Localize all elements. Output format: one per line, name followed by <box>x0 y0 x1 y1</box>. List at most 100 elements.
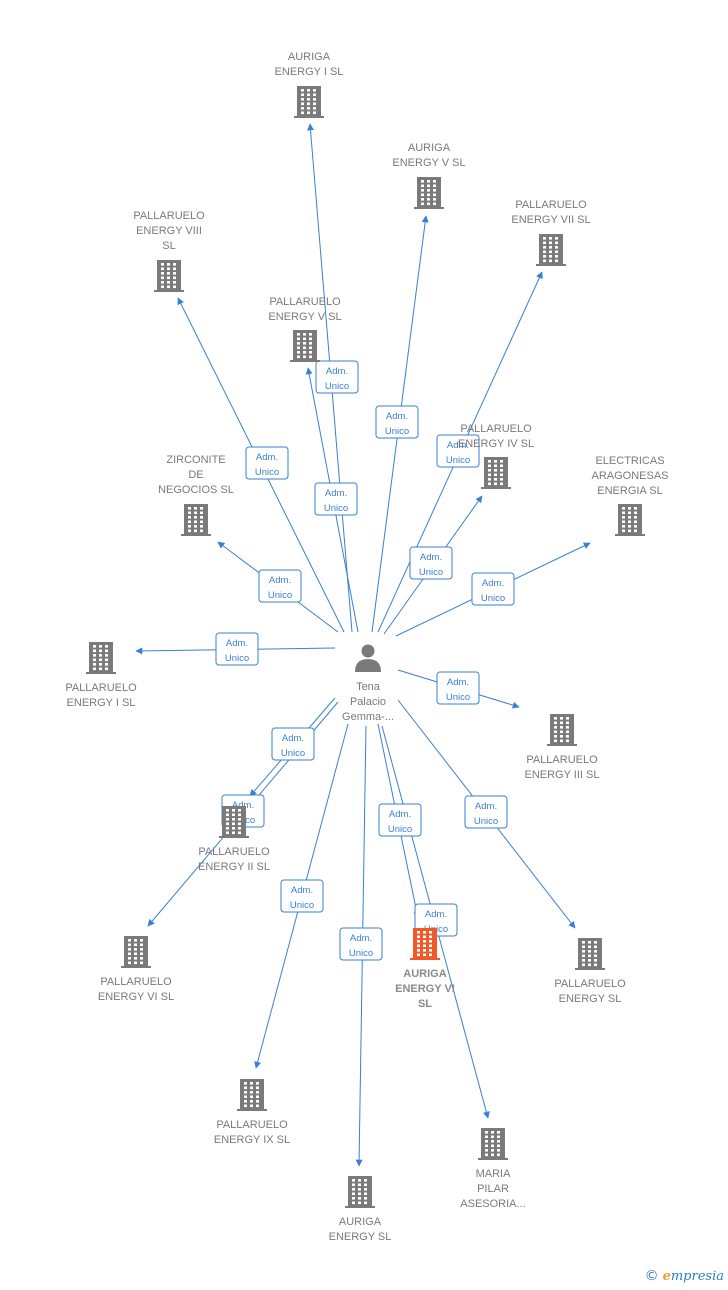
role-badge-text: Adm. <box>291 885 313 896</box>
role-badge-box <box>280 879 324 913</box>
edges-layer <box>135 123 591 1167</box>
role-badge-auriga-energy[interactable]: Adm.Unico <box>339 927 383 961</box>
company-name-line: ELECTRICAS <box>595 455 664 467</box>
role-badge-text: Unico <box>481 593 505 604</box>
role-badge-pallaruelo-viii[interactable]: Adm.Unico <box>245 446 289 480</box>
company-name-line: ENERGY IV SL <box>458 438 534 450</box>
building-icon <box>481 457 511 489</box>
role-badge-pallaruelo-iv[interactable]: Adm. Unico <box>409 546 453 580</box>
company-name-line: PALLARUELO <box>554 978 626 990</box>
company-name-line: ENERGY I SL <box>275 66 344 78</box>
company-name-line: PALLARUELO <box>65 682 137 694</box>
company-name-line: PALLARUELO <box>100 976 172 988</box>
company-name-line: ENERGY IX SL <box>214 1134 290 1146</box>
company-name-line: PALLARUELO <box>198 846 270 858</box>
role-badge-text: Unico <box>419 567 443 578</box>
role-badge-text: Adm. <box>386 411 408 422</box>
building-icon <box>121 936 151 968</box>
company-name-line: PALLARUELO <box>216 1119 288 1131</box>
company-name-line: SL <box>162 240 175 252</box>
company-node-pallaruelo-energy[interactable]: PALLARUELO ENERGY SL <box>554 938 626 1005</box>
role-badge-text: Adm. <box>420 552 442 563</box>
company-name-line: NEGOCIOS SL <box>158 484 234 496</box>
role-badge-electricas[interactable]: Adm. Unico <box>471 572 515 606</box>
brand-name: mpresia <box>670 1269 724 1284</box>
role-badge-pallaruelo-ix[interactable]: Adm. Unico <box>280 879 324 913</box>
building-icon <box>414 177 444 209</box>
role-badge-text: Unico <box>446 455 470 466</box>
role-badge-box <box>436 434 480 468</box>
role-badge-zirconite[interactable]: Adm. Unico <box>258 569 302 603</box>
empresia-logo: ©empresia <box>645 1268 724 1284</box>
role-badge-box <box>215 632 259 666</box>
role-badge-pallaruelo-ii[interactable]: Adm. Unico <box>271 727 315 761</box>
company-name-line: PALLARUELO <box>269 296 341 308</box>
role-badge-text: Adm. <box>475 801 497 812</box>
company-name-line: ENERGY VI SL <box>98 991 174 1003</box>
role-badge-text: Adm. <box>326 366 348 377</box>
person-name-line: Gemma-... <box>342 711 394 723</box>
role-badge-text: Adm. <box>447 677 469 688</box>
role-badge-pallaruelo-energy[interactable]: Adm. Unico <box>464 795 508 829</box>
company-name-line: PALLARUELO <box>515 199 587 211</box>
center-person-node[interactable]: TenaPalacioGemma-... <box>342 644 394 724</box>
company-node-pallaruelo-vi[interactable]: PALLARUELO ENERGY VI SL <box>98 936 174 1003</box>
role-badge-text: Unico <box>324 503 348 514</box>
person-name-line: Palacio <box>350 696 386 708</box>
company-name-line: AURIGA <box>408 142 451 154</box>
company-name-line: PILAR <box>477 1183 509 1195</box>
role-badge-text: Unico <box>268 590 292 601</box>
building-icon <box>478 1128 508 1160</box>
company-node-maria-pilar[interactable]: MARIAPILARASESORIA... <box>460 1128 526 1210</box>
role-badge-text: Unico <box>290 900 314 911</box>
role-badge-auriga-v[interactable]: Adm. Unico <box>375 405 419 439</box>
company-node-pallaruelo-ix[interactable]: PALLARUELO ENERGY IX SL <box>214 1079 290 1146</box>
copyright-symbol: © <box>644 1268 659 1284</box>
role-badge-text: Unico <box>225 653 249 664</box>
building-icon <box>181 504 211 536</box>
role-badge-text: Unico <box>385 426 409 437</box>
role-badge-text: Adm. <box>269 575 291 586</box>
company-name-line: ENERGY I SL <box>67 697 136 709</box>
role-badge-text: Adm. <box>350 933 372 944</box>
company-name-line: SL <box>418 998 432 1010</box>
building-icon <box>219 806 249 838</box>
company-name-line: ENERGY III SL <box>525 769 600 781</box>
role-badge-auriga-i[interactable]: Adm. Unico <box>315 360 359 394</box>
building-icon <box>536 234 566 266</box>
role-badge-box <box>245 446 289 480</box>
role-badge-text: Unico <box>388 824 412 835</box>
role-badge-pallaruelo-v[interactable]: Adm. Unico <box>314 482 358 516</box>
role-badge-auriga-vi[interactable]: Adm.Unico <box>378 803 422 837</box>
building-icon <box>410 928 440 960</box>
building-icon <box>615 504 645 536</box>
role-badge-text: Adm. <box>325 488 347 499</box>
role-badge-text: Unico <box>281 748 305 759</box>
company-node-pallaruelo-i[interactable]: PALLARUELO ENERGY I SL <box>65 642 137 709</box>
building-icon <box>575 938 605 970</box>
company-name-line: ENERGY SL <box>559 993 622 1005</box>
role-badge-text: Adm. <box>232 800 254 811</box>
role-badge-text: Adm. <box>282 733 304 744</box>
role-badge-pallaruelo-i[interactable]: Adm.Unico <box>215 632 259 666</box>
role-badge-text: Unico <box>325 381 349 392</box>
role-badge-text: Adm. <box>482 578 504 589</box>
role-badge-box <box>436 671 480 705</box>
role-badge-pallaruelo-iii[interactable]: Adm.Unico <box>436 671 480 705</box>
role-badge-text: Unico <box>474 816 498 827</box>
role-badge-pallaruelo-vii[interactable]: Adm.Unico <box>436 434 480 468</box>
role-badges-layer: Adm.UnicoAdm.UnicoAdm.UnicoAdm.UnicoAdm.… <box>215 360 515 961</box>
company-name-line: AURIGA <box>403 968 446 980</box>
